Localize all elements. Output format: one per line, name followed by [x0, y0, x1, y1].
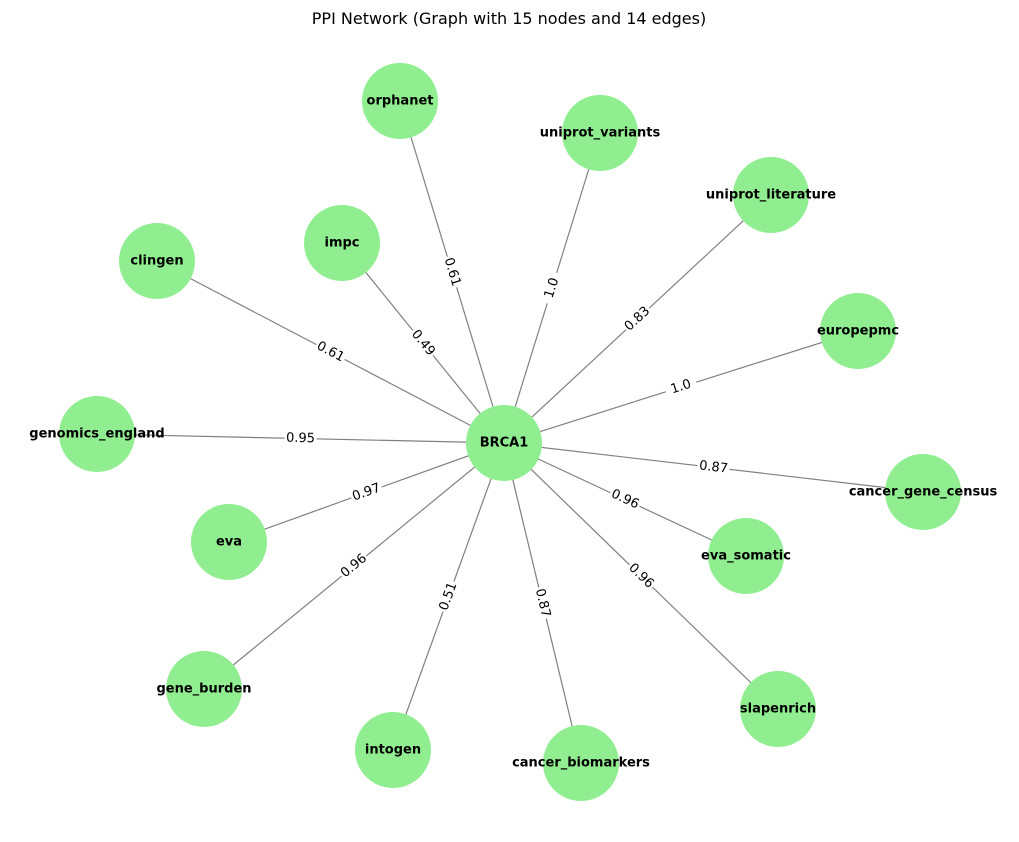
- node-cancer-biomarkers[interactable]: cancer_biomarkers: [512, 725, 650, 801]
- node-circle[interactable]: [59, 396, 135, 472]
- node-circle[interactable]: [543, 725, 619, 801]
- edge-weight-label: 0.49: [405, 324, 441, 362]
- edge-weight-label: 0.87: [696, 456, 731, 479]
- node-impc[interactable]: impc: [304, 205, 380, 281]
- node-label: slapenrich: [740, 702, 816, 717]
- node-circle[interactable]: [119, 223, 195, 299]
- node-label: impc: [324, 236, 359, 251]
- edge-weight-label: 0.96: [335, 548, 373, 584]
- node-label: cancer_biomarkers: [512, 756, 650, 771]
- node-label: intogen: [365, 743, 421, 758]
- node-orphanet[interactable]: orphanet: [362, 63, 438, 139]
- graph-title: PPI Network (Graph with 15 nodes and 14 …: [312, 9, 706, 28]
- node-circle[interactable]: [191, 504, 267, 580]
- edge-weight-label: 0.95: [284, 429, 317, 448]
- node-europepmc[interactable]: europepmc: [817, 293, 899, 369]
- nodes-layer: orphanet uniprot_variants uniprot_literatu…: [29, 63, 997, 801]
- node-label: uniprot_literature: [706, 188, 836, 203]
- node-eva[interactable]: eva: [191, 504, 267, 580]
- edge-weight-label: 0.87: [530, 585, 555, 621]
- node-label: uniprot_variants: [540, 126, 661, 141]
- node-clingen[interactable]: clingen: [119, 223, 195, 299]
- node-eva-somatic[interactable]: eva_somatic: [701, 518, 791, 594]
- node-label: europepmc: [817, 324, 899, 339]
- edge-weight-text: 1.0: [542, 276, 562, 300]
- edge-weight-label: 0.97: [348, 478, 385, 507]
- node-circle[interactable]: [885, 454, 961, 530]
- edge-weight-text: 0.95: [286, 431, 315, 447]
- node-label: eva_somatic: [701, 549, 791, 564]
- node-slapenrich[interactable]: slapenrich: [740, 671, 816, 747]
- node-circle[interactable]: [166, 651, 242, 727]
- node-label: cancer_gene_census: [849, 485, 998, 500]
- edge-weight-label: 1.0: [538, 270, 566, 306]
- edge-weight-label: 0.61: [438, 254, 466, 290]
- node-brca1[interactable]: BRCA1: [466, 405, 542, 481]
- edge-weight-label: 0.51: [434, 578, 463, 615]
- node-cancer-gene-census[interactable]: cancer_gene_census: [849, 454, 998, 530]
- node-circle[interactable]: [304, 205, 380, 281]
- edge-weight-label: 1.0: [663, 373, 699, 401]
- node-label: BRCA1: [480, 436, 529, 451]
- node-label: clingen: [130, 254, 183, 269]
- node-label: orphanet: [367, 94, 434, 109]
- node-circle[interactable]: [466, 405, 542, 481]
- node-label: genomics_england: [29, 427, 164, 442]
- node-label: gene_burden: [156, 682, 251, 697]
- node-genomics-england[interactable]: genomics_england: [29, 396, 165, 472]
- node-circle[interactable]: [740, 671, 816, 747]
- node-circle[interactable]: [820, 293, 896, 369]
- edge-weight-text: 0.87: [532, 587, 553, 619]
- edge-weight-text: 1.0: [669, 377, 693, 398]
- node-uniprot-literature[interactable]: uniprot_literature: [706, 157, 836, 233]
- node-circle[interactable]: [362, 63, 438, 139]
- node-circle[interactable]: [355, 712, 431, 788]
- node-uniprot-variants[interactable]: uniprot_variants: [540, 95, 661, 171]
- node-circle[interactable]: [733, 157, 809, 233]
- node-gene-burden[interactable]: gene_burden: [156, 651, 252, 727]
- node-intogen[interactable]: intogen: [355, 712, 431, 788]
- edge-weight-label: 0.61: [312, 336, 349, 368]
- node-circle[interactable]: [708, 518, 784, 594]
- edge-weight-label: 0.96: [606, 484, 644, 515]
- node-label: eva: [216, 535, 242, 550]
- node-circle[interactable]: [562, 95, 638, 171]
- edge-weight-text: 0.87: [698, 458, 728, 476]
